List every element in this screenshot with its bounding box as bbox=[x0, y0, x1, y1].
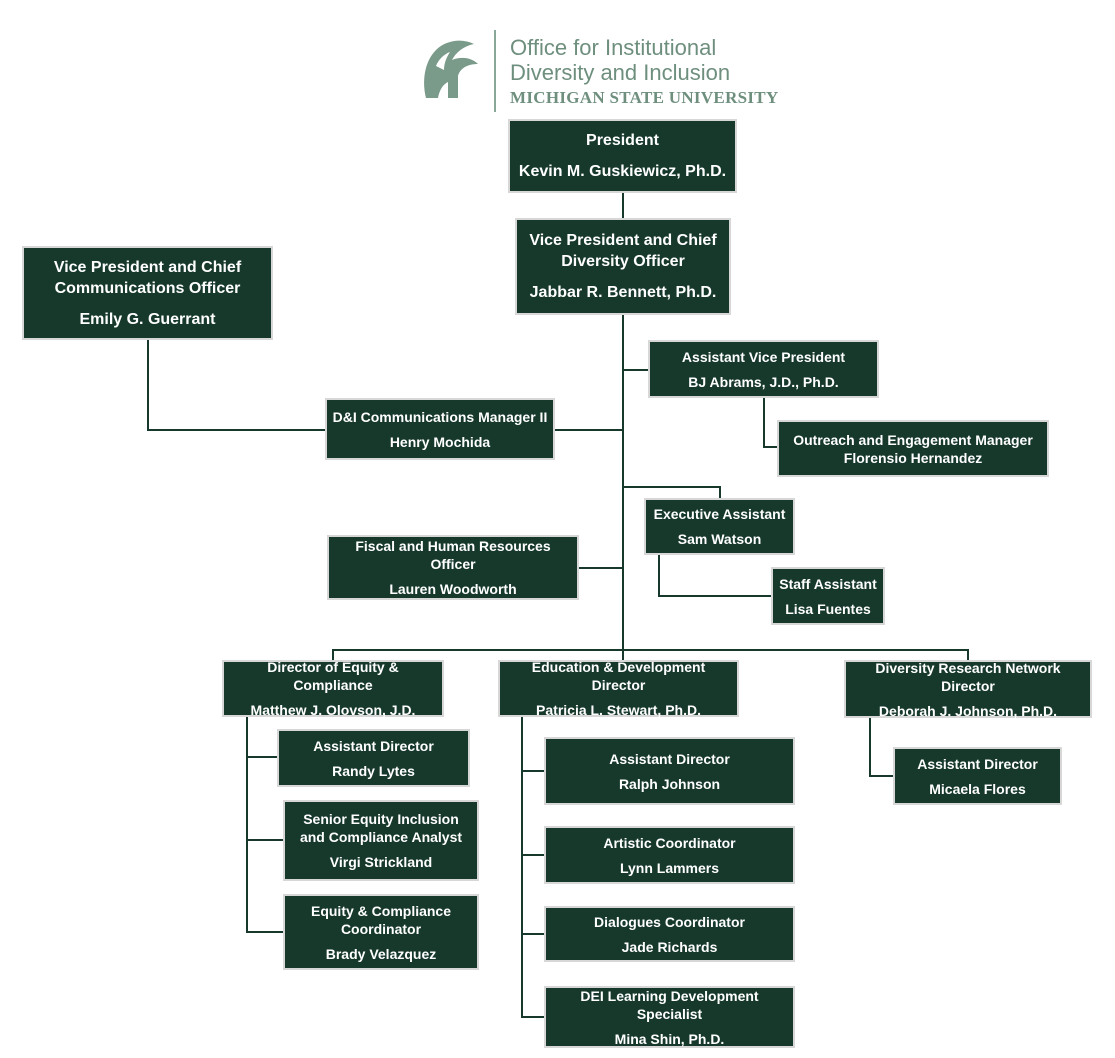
logo-office-line: Office for Institutional bbox=[510, 35, 717, 60]
node-equity-compliance-analyst: Senior Equity Inclusion and Compliance A… bbox=[283, 800, 479, 881]
logo-university-line: MICHIGAN STATE UNIVERSITY bbox=[510, 88, 779, 107]
node-title: Assistant Director bbox=[609, 750, 730, 767]
node-assistant-vice-president: Assistant Vice President BJ Abrams, J.D.… bbox=[648, 340, 879, 398]
connector-vp-cdo-to-comms-mgr bbox=[555, 370, 624, 431]
node-person: Virgi Strickland bbox=[329, 854, 433, 870]
node-executive-assistant: Executive Assistant Sam Watson bbox=[644, 498, 795, 555]
node-communications-manager: D&I Communications Manager II Henry Moch… bbox=[325, 398, 555, 460]
node-title: Vice President and Chief Diversity Offic… bbox=[529, 232, 717, 270]
node-person: Sam Watson bbox=[677, 531, 762, 547]
node-title: Dialogues Coordinator bbox=[594, 913, 745, 930]
node-person: Matthew J. Olovson, J.D. bbox=[250, 702, 416, 718]
node-person: Lauren Woodworth bbox=[389, 581, 517, 597]
node-director-equity-compliance: Director of Equity & Compliance Matthew … bbox=[222, 659, 444, 718]
connector-edu-dir-to-dei-specialist bbox=[521, 934, 544, 1018]
node-person: Mina Shin, Ph.D. bbox=[614, 1030, 725, 1047]
connector-vp-cdo-to-equity-dir bbox=[332, 568, 624, 660]
node-person: Lisa Fuentes bbox=[785, 600, 871, 617]
connector-edu-dir-to-edu-asst-dir bbox=[521, 717, 544, 772]
node-title: President bbox=[586, 132, 659, 149]
node-title: Fiscal and Human Resources Officer bbox=[355, 538, 551, 572]
node-outreach-engagement-manager: Outreach and Engagement Manager Florensi… bbox=[777, 420, 1049, 477]
node-person: Jabbar R. Bennett, Ph.D. bbox=[529, 284, 717, 301]
logo-diversity-line: Diversity and Inclusion bbox=[510, 60, 731, 85]
node-person: Emily G. Guerrant bbox=[79, 310, 216, 328]
node-vp-chief-diversity-officer: Vice President and Chief Diversity Offic… bbox=[515, 218, 731, 315]
node-person: Henry Mochida bbox=[389, 433, 491, 450]
node-education-development-director: Education & Development Director Patrici… bbox=[498, 659, 739, 718]
node-title: Assistant Vice President bbox=[681, 348, 846, 365]
connector-edu-dir-to-dialogues bbox=[521, 855, 544, 935]
node-person: Lynn Lammers bbox=[619, 859, 720, 876]
node-title: Staff Assistant bbox=[779, 575, 877, 592]
connector-vp-cco-to-comms-mgr bbox=[147, 340, 325, 431]
node-person: Patricia L. Stewart, Ph.D. bbox=[536, 702, 701, 718]
node-staff-assistant: Staff Assistant Lisa Fuentes bbox=[771, 567, 885, 625]
node-president: President Kevin M. Guskiewicz, Ph.D. bbox=[508, 119, 737, 193]
node-title: Education & Development Director bbox=[531, 659, 706, 693]
oidi-logo: Office for Institutional Diversity and I… bbox=[418, 30, 778, 112]
node-title: Artistic Coordinator bbox=[603, 834, 736, 851]
node-title: Equity & Compliance Coordinator bbox=[310, 902, 452, 937]
node-person: Ralph Johnson bbox=[618, 775, 721, 792]
node-vp-chief-communications-officer: Vice President and Chief Communications … bbox=[22, 246, 273, 340]
node-person: Brady Velazquez bbox=[325, 945, 437, 962]
node-education-assistant-director: Assistant Director Ralph Johnson bbox=[544, 737, 795, 805]
node-person: Florensio Hernandez bbox=[843, 449, 983, 466]
node-title: Director of Equity & Compliance bbox=[267, 659, 399, 693]
node-artistic-coordinator: Artistic Coordinator Lynn Lammers bbox=[544, 826, 795, 884]
connector-avp-to-outreach bbox=[763, 398, 777, 448]
connector-vp-cdo-to-drn-dir bbox=[623, 649, 969, 660]
node-dei-learning-specialist: DEI Learning Development Specialist Mina… bbox=[544, 986, 795, 1048]
node-dialogues-coordinator: Dialogues Coordinator Jade Richards bbox=[544, 906, 795, 962]
logo-divider bbox=[494, 30, 496, 112]
node-title: Assistant Director bbox=[917, 755, 1038, 772]
node-title: D&I Communications Manager II bbox=[332, 408, 548, 425]
node-title: Executive Assistant bbox=[653, 506, 786, 522]
connector-vp-cdo-to-exec-asst bbox=[622, 430, 721, 498]
node-title: Outreach and Engagement Manager bbox=[793, 431, 1033, 448]
node-equity-assistant-director: Assistant Director Randy Lytes bbox=[277, 729, 470, 787]
connector-drn-dir-to-drn-asst-dir bbox=[869, 718, 893, 777]
connector-exec-asst-to-staff-asst bbox=[658, 555, 771, 597]
node-title: DEI Learning Development Specialist bbox=[580, 987, 759, 1022]
node-fiscal-hr-officer: Fiscal and Human Resources Officer Laure… bbox=[327, 535, 579, 600]
node-person: Kevin M. Guskiewicz, Ph.D. bbox=[518, 163, 727, 180]
node-equity-compliance-coordinator: Equity & Compliance Coordinator Brady Ve… bbox=[283, 894, 479, 970]
node-title: Diversity Research Network Director bbox=[875, 659, 1061, 694]
node-person: Micaela Flores bbox=[929, 780, 1026, 797]
node-person: Randy Lytes bbox=[332, 762, 415, 779]
spartan-helmet-icon bbox=[424, 40, 478, 98]
node-person: Jade Richards bbox=[621, 938, 718, 955]
node-person: BJ Abrams, J.D., Ph.D. bbox=[688, 373, 839, 390]
node-title: Senior Equity Inclusion and Compliance A… bbox=[299, 811, 463, 845]
node-diversity-research-network-director: Diversity Research Network Director Debo… bbox=[844, 659, 1092, 719]
connector-edu-dir-to-artistic bbox=[521, 771, 544, 856]
node-research-network-assistant-director: Assistant Director Micaela Flores bbox=[893, 747, 1062, 805]
node-title: Assistant Director bbox=[313, 737, 434, 754]
connector-vp-cdo-to-fiscal bbox=[579, 487, 624, 569]
node-person: Deborah J. Johnson, Ph.D. bbox=[878, 702, 1058, 719]
connector-vp-cdo-to-avp bbox=[622, 315, 648, 371]
connector-equity-dir-to-eq-coord bbox=[246, 840, 283, 933]
connector-equity-dir-to-eq-asst-dir bbox=[246, 717, 277, 758]
node-title: Vice President and Chief Communications … bbox=[53, 258, 242, 297]
